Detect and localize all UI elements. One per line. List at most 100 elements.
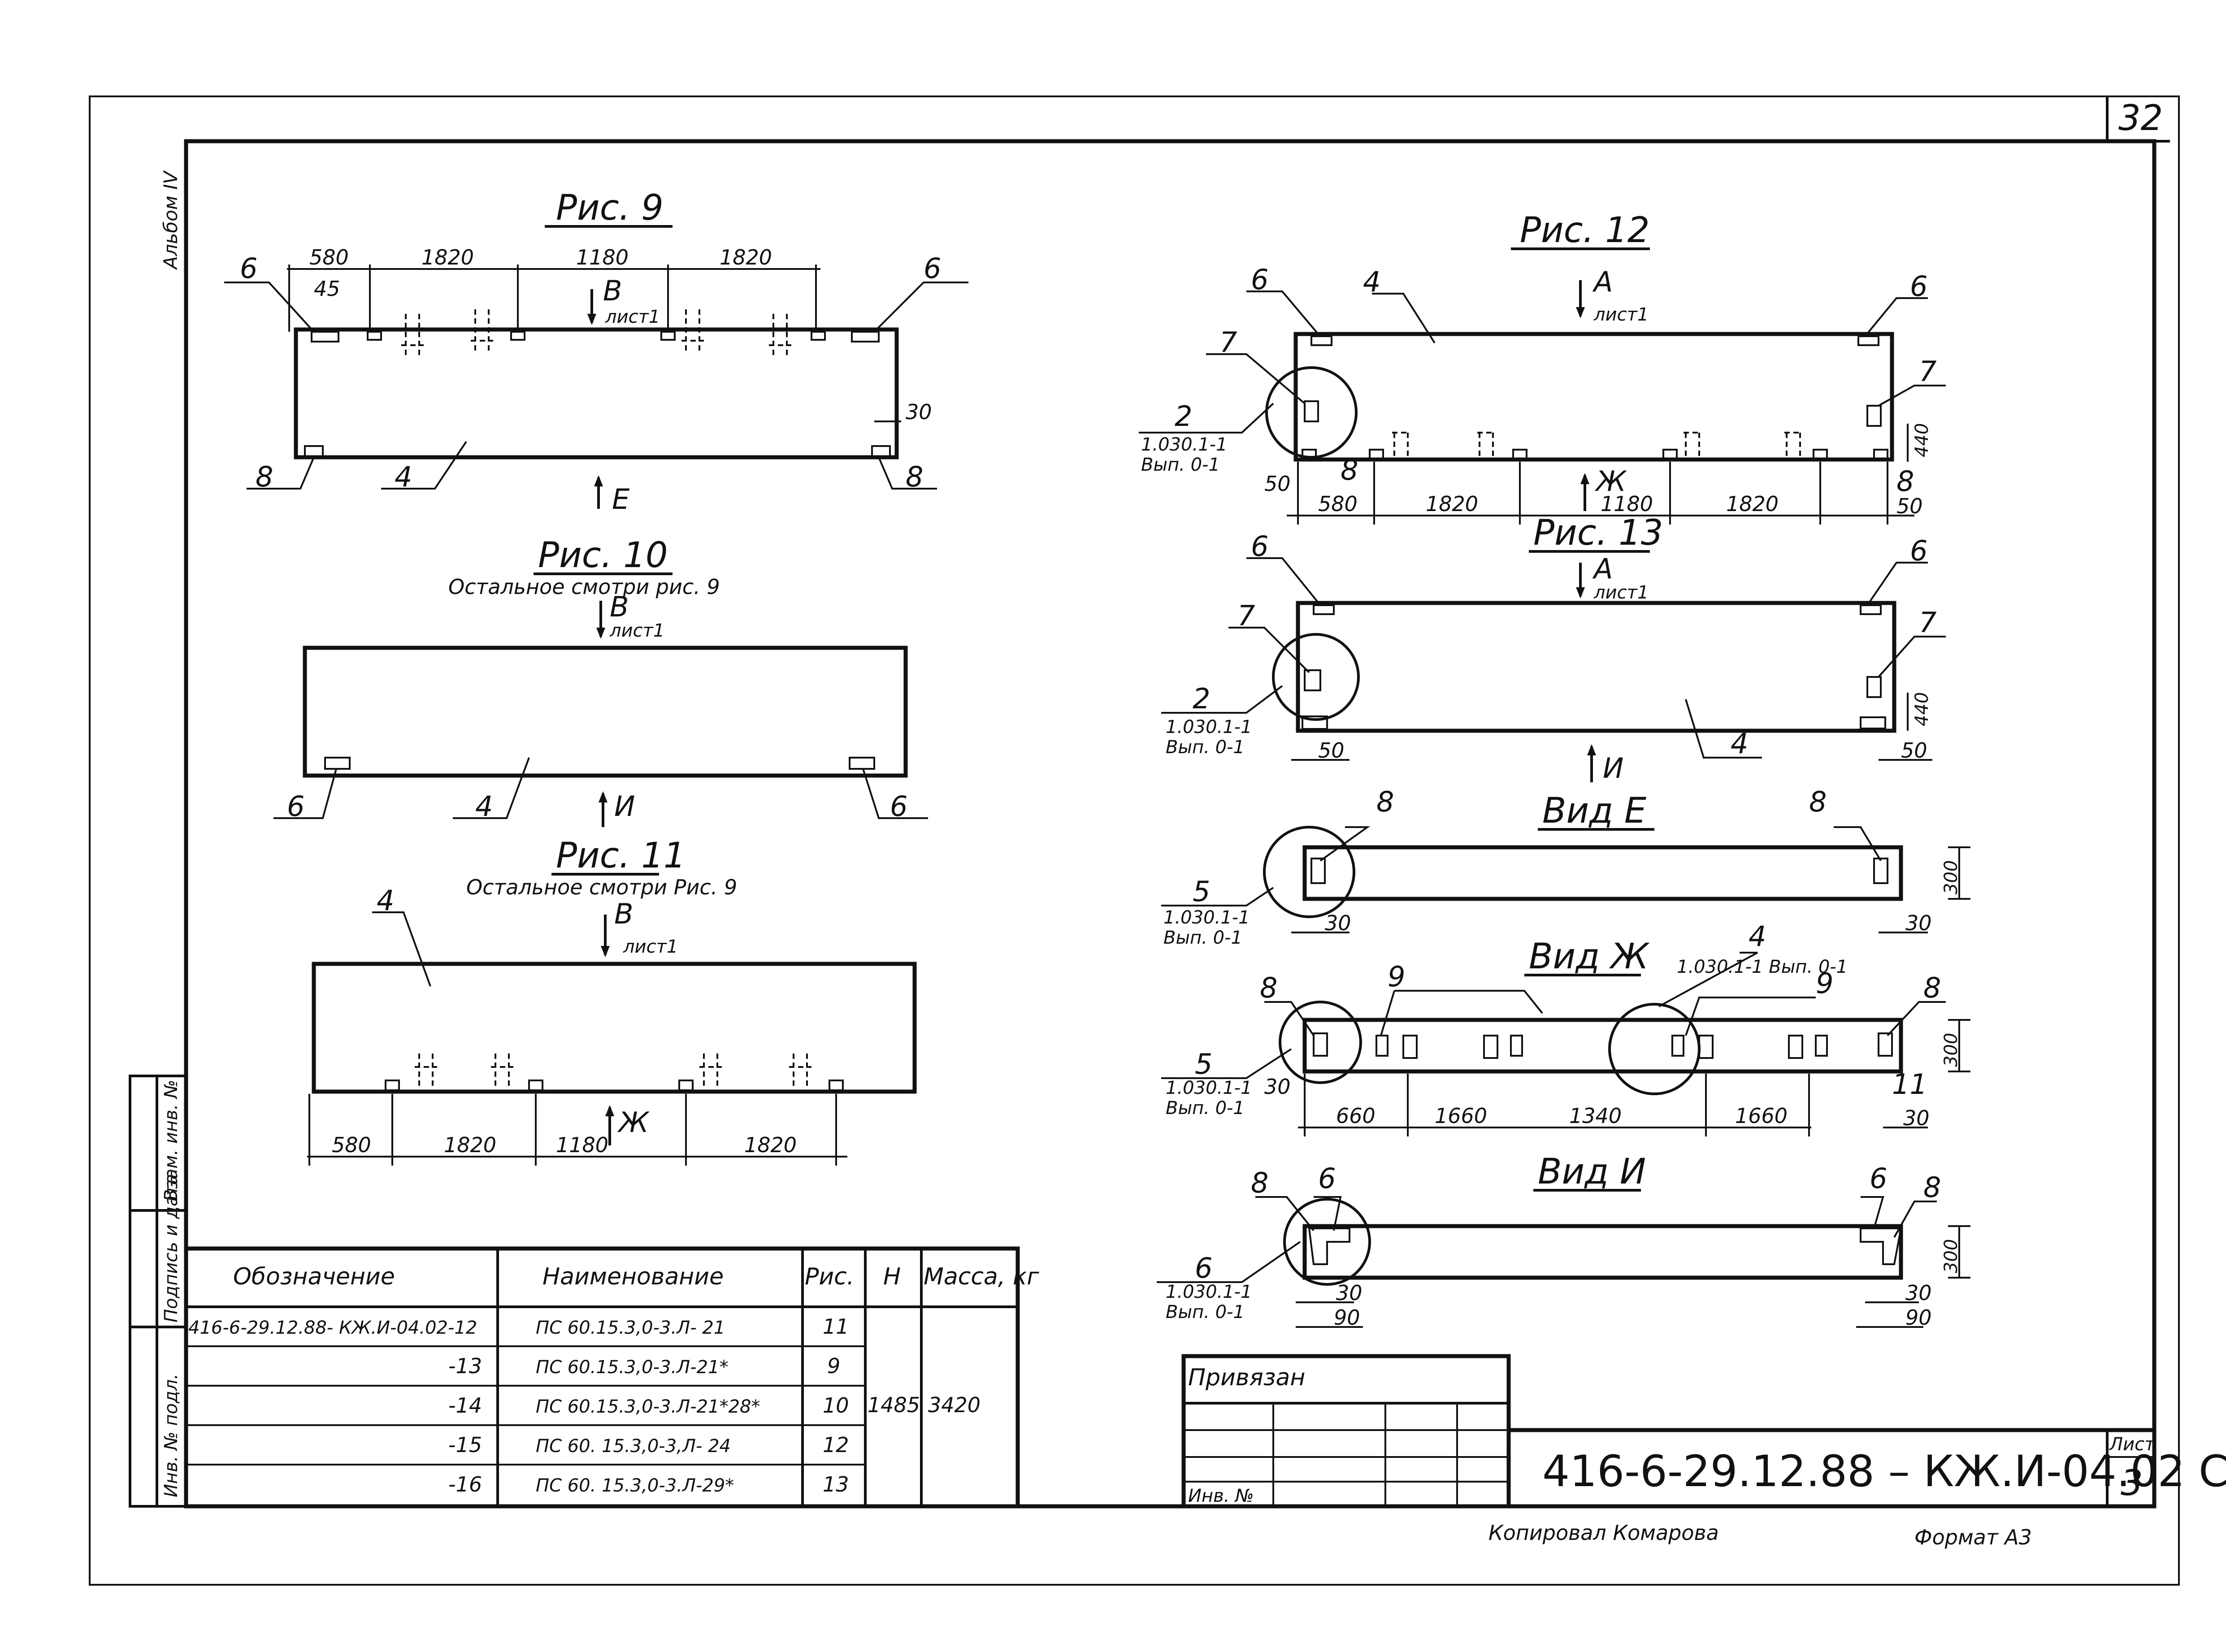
vid-zh-callout-5: 5 (1195, 1048, 1212, 1080)
fig12-dim-50-right: 50 (1896, 494, 1923, 518)
vid-i-dim-90-left: 90 (1334, 1305, 1360, 1330)
fig12-callout-2: 2 (1175, 400, 1192, 433)
fig9-callout-6-right: 6 (924, 252, 941, 285)
vid-e-callout-8-left: 8 (1376, 785, 1394, 818)
vid-e-dim-300: 300 (1941, 860, 1961, 894)
vid-i-callout-8-right: 8 (1923, 1171, 1941, 1204)
vid-zh-ref: 1.030.1-1 (1166, 1078, 1252, 1098)
fig10-view-b: В (610, 590, 629, 623)
table-header-mass: Масса, кг (924, 1263, 1039, 1290)
table-row-3-name: ПС 60.15.3,0-3.Л-21*28* (536, 1396, 760, 1417)
album-label: Альбом IV (160, 170, 182, 270)
vid-e-callout-8-right: 8 (1809, 785, 1827, 818)
vid-e-ref-out: Вып. 0-1 (1163, 928, 1242, 948)
fig10-callout-4: 4 (475, 790, 493, 823)
figure-10: Рис. 10 Остальное смотри рис. 9 В лист1 … (273, 535, 928, 827)
vid-zh-callout-9-right: 9 (1816, 967, 1833, 1000)
fig12-title: Рис. 12 (1520, 210, 1649, 251)
fig11-dim-1180: 1180 (556, 1133, 608, 1157)
fig9-dim-30: 30 (906, 400, 932, 424)
vid-e-title: Вид Е (1542, 791, 1647, 831)
fig12-ref-out: Вып. 0-1 (1141, 455, 1220, 475)
fig11-dim-1820b: 1820 (744, 1133, 797, 1157)
table-header-name: Наименование (542, 1263, 724, 1290)
vid-zh-callout-9-left: 9 (1388, 960, 1405, 993)
view-e: Вид Е 300 8 8 5 1.030.1-1 Вып. 0-1 30 30 (1161, 785, 1970, 948)
title-block: Привязан Инв. № 416-6-29.12.88 – КЖ.И-04… (1181, 1354, 2226, 1509)
vid-i-ref: 1.030.1-1 (1166, 1282, 1252, 1302)
vid-e-dim-30-left: 30 (1325, 911, 1351, 935)
fig13-view-a-sheet: лист1 (1593, 582, 1649, 603)
vid-zh-dim-1660a: 1660 (1435, 1104, 1487, 1128)
fig9-view-e: Е (612, 483, 630, 516)
vid-zh-callout-4: 4 (1749, 920, 1766, 953)
fig13-view-a: А (1592, 552, 1613, 585)
fig11-callout-4: 4 (377, 884, 394, 917)
inv-no-label: Инв. № (1188, 1486, 1254, 1506)
fig13-callout-2: 2 (1193, 682, 1210, 715)
fig12-callout-6-right: 6 (1910, 270, 1927, 303)
table-row-5-fig: 13 (823, 1472, 849, 1496)
fig12-view-a-sheet: лист1 (1593, 304, 1649, 325)
fig9-view-b: В (603, 274, 622, 307)
vid-i-ref-out: Вып. 0-1 (1166, 1302, 1245, 1322)
vid-i-dim-300: 300 (1941, 1239, 1961, 1273)
fig13-callout-4: 4 (1731, 727, 1748, 760)
fig12-view-zh: Ж (1594, 465, 1627, 498)
table-row-5-designation: -16 (448, 1472, 482, 1496)
table-row-1-designation: 416-6-29.12.88- КЖ.И-04.02-12 (188, 1318, 477, 1338)
table-row-3-fig: 10 (823, 1393, 849, 1418)
vid-zh-dim-30-left: 30 (1264, 1075, 1291, 1099)
document-code: 416-6-29.12.88 – КЖ.И-04.02 СБ (1542, 1446, 2226, 1496)
vid-zh-callout-8-right: 8 (1923, 971, 1941, 1004)
fig9-callout-8-left: 8 (256, 460, 273, 493)
fig10-callout-6-left: 6 (287, 790, 304, 823)
vid-i-dim-30-right: 30 (1905, 1281, 1932, 1305)
spec-table: Обозначение Наименование Рис. Н Масса, к… (184, 1246, 1039, 1509)
table-row-4-fig: 12 (823, 1433, 849, 1457)
table-row-4-designation: -15 (448, 1433, 482, 1457)
privyazan-label: Привязан (1188, 1364, 1305, 1391)
figure-11: Рис. 11 Остальное смотри Рис. 9 В лист1 … (307, 836, 917, 1166)
vid-e-dim-30-right: 30 (1905, 911, 1932, 935)
fig10-callout-6-right: 6 (890, 790, 907, 823)
fig9-dim-1820b: 1820 (720, 245, 772, 269)
table-row-2-fig: 9 (827, 1354, 840, 1378)
fig9-dim-1180: 1180 (576, 245, 629, 269)
fig13-ref-out: Вып. 0-1 (1166, 737, 1245, 758)
fig12-ref: 1.030.1-1 (1141, 434, 1228, 455)
fig12-callout-7-right: 7 (1919, 355, 1936, 388)
fig10-view-i: И (614, 790, 635, 823)
fig10-title: Рис. 10 (538, 535, 668, 576)
fig12-callout-7-left: 7 (1219, 326, 1237, 359)
vid-i-callout-6-left: 6 (1318, 1162, 1336, 1195)
fig12-dim-1820b: 1820 (1726, 492, 1779, 516)
fig11-dim-1820a: 1820 (444, 1133, 496, 1157)
vid-zh-callout-11: 11 (1892, 1068, 1927, 1101)
fig9-callout-8-right: 8 (906, 460, 923, 493)
table-header-fig: Рис. (805, 1263, 854, 1290)
vid-zh-dim-660: 660 (1336, 1104, 1376, 1128)
fig9-callout-4: 4 (395, 460, 412, 493)
fig12-dim-50-left: 50 (1264, 472, 1291, 496)
vid-i-dim-30-left: 30 (1336, 1281, 1363, 1305)
fig9-callout-6-left: 6 (240, 252, 257, 285)
list-number: 3 (2121, 1463, 2143, 1504)
fig12-dim-440: 440 (1912, 423, 1932, 457)
fig13-callout-6-right: 6 (1910, 534, 1927, 567)
fig9-view-b-sheet: лист1 (605, 307, 660, 327)
fig13-view-i: И (1603, 752, 1623, 785)
fig10-view-b-sheet: лист1 (609, 620, 664, 641)
side-label-inv: Инв. № подл. (161, 1374, 182, 1497)
vid-zh-dim-1340: 1340 (1569, 1104, 1622, 1128)
vid-i-dim-90-right: 90 (1905, 1305, 1932, 1330)
fig12-view-a: А (1592, 265, 1613, 298)
copied-by: Копировал Комарова (1488, 1521, 1719, 1545)
fig9-dim-580: 580 (309, 245, 349, 269)
fig9-dim-45: 45 (314, 277, 340, 301)
vid-i-callout-8-left: 8 (1251, 1166, 1268, 1199)
vid-zh-dim-300: 300 (1941, 1033, 1961, 1067)
figure-9: Рис. 9 580 1820 1180 1820 45 30 В лист1 … (224, 188, 968, 516)
vid-zh-dim-30-right: 30 (1903, 1106, 1930, 1130)
